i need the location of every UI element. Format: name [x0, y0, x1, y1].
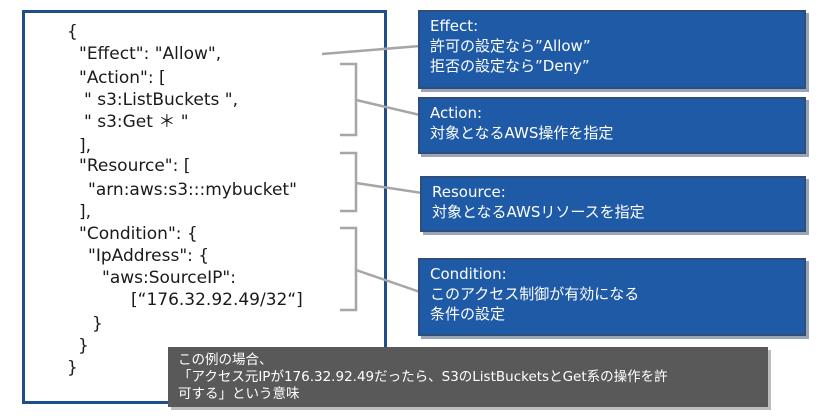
action-callout-desc: 対象となるAWS操作を指定	[430, 124, 614, 142]
code-line-arn: "arn:aws:s3:::mybucket"	[88, 180, 297, 200]
code-line-condition: "Condition": {	[79, 224, 198, 244]
note-line-2: 「アクセス元IPが176.32.92.49だったら、S3のListBuckets…	[178, 369, 668, 385]
condition-callout-desc: このアクセス制御が有効になる	[430, 285, 640, 303]
code-line-action: "Action": [	[79, 68, 166, 88]
code-line-listbuckets: " s3:ListBuckets ",	[84, 90, 238, 110]
condition-brace	[340, 226, 358, 312]
action-callout-title: Action:	[430, 104, 483, 122]
note-line-1: この例の場合、	[178, 352, 273, 368]
resource-callout-title: Resource:	[432, 183, 506, 201]
condition-callout-desc-2: 条件の設定	[430, 305, 506, 323]
code-line-get: " s3:Get ＊ "	[84, 112, 189, 132]
code-line-open-brace: {	[67, 22, 78, 42]
action-callout: Action: 対象となるAWS操作を指定	[418, 97, 806, 154]
condition-callout: Condition: このアクセス制御が有効になる 条件の設定	[418, 258, 806, 336]
resource-brace	[340, 151, 358, 213]
code-line-effect: "Effect": "Allow",	[79, 44, 222, 64]
effect-callout-deny: 拒否の設定なら”Deny”	[430, 57, 590, 75]
resource-callout-desc: 対象となるAWSリソースを指定	[432, 203, 645, 221]
explanation-note: この例の場合、 「アクセス元IPが176.32.92.49だったら、S3のLis…	[168, 347, 768, 407]
code-line-resource-close: ],	[79, 202, 92, 222]
resource-connector	[355, 181, 423, 195]
code-line-close-condition: }	[78, 336, 89, 356]
action-connector	[355, 98, 421, 117]
code-line-ip-value: [“176.32.92.49/32“]	[131, 290, 303, 310]
effect-callout: Effect: 許可の設定なら”Allow” 拒否の設定なら”Deny”	[418, 10, 806, 89]
code-line-close-inner: }	[92, 314, 103, 334]
resource-callout: Resource: 対象となるAWSリソースを指定	[420, 176, 806, 232]
code-line-action-close: ],	[79, 136, 92, 156]
effect-callout-title: Effect:	[430, 17, 479, 35]
action-brace	[340, 62, 358, 137]
code-line-close-brace: }	[67, 358, 78, 378]
note-line-3: 可する」という意味	[178, 386, 300, 402]
condition-callout-title: Condition:	[430, 265, 507, 283]
code-line-resource: "Resource": [	[79, 156, 191, 176]
effect-callout-allow: 許可の設定なら”Allow”	[430, 37, 591, 55]
condition-connector	[355, 268, 421, 294]
code-line-ipaddress: "IpAddress": {	[88, 246, 210, 266]
code-line-sourceip: "aws:SourceIP":	[102, 268, 236, 288]
effect-connector	[321, 44, 421, 56]
policy-code-panel	[22, 10, 387, 404]
